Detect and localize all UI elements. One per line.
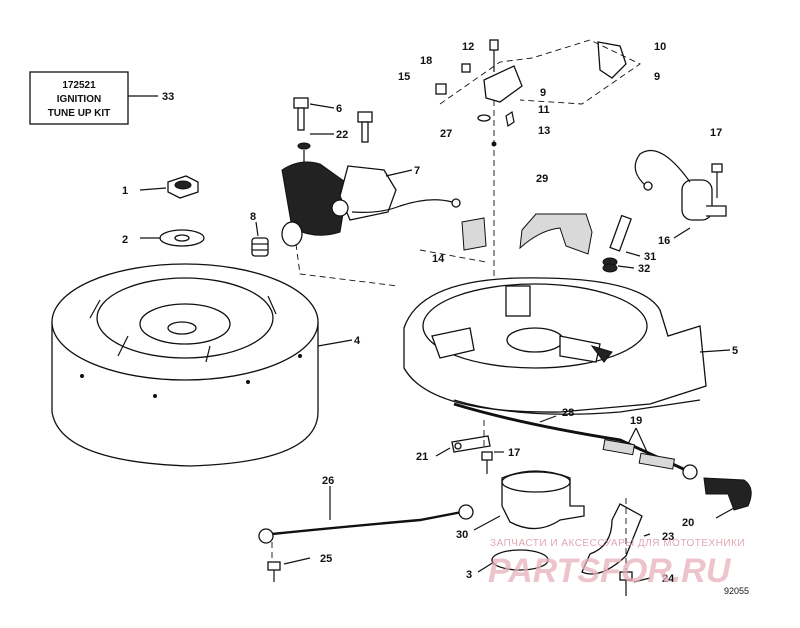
callout-16: 16	[658, 235, 670, 247]
adjusting-screw	[609, 214, 632, 252]
ground-screw	[267, 561, 281, 582]
callout-33: 33	[162, 91, 174, 103]
callout-28: 28	[562, 407, 574, 419]
spring	[602, 257, 618, 273]
callout-1: 1	[122, 185, 128, 197]
retainer-clamp	[501, 470, 585, 530]
retaining-ring	[491, 549, 549, 571]
callout-15: 15	[398, 71, 410, 83]
kit-number: 172521	[62, 80, 96, 91]
screw-pair	[293, 97, 373, 150]
flywheel	[51, 263, 319, 467]
bracket-plate	[581, 503, 643, 575]
callout-2: 2	[122, 234, 128, 246]
callout-30: 30	[456, 529, 468, 541]
callout-25: 25	[320, 553, 332, 565]
wire-clip	[451, 435, 493, 474]
callout-6: 6	[336, 103, 342, 115]
kit-title: IGNITION	[57, 94, 101, 105]
callout-12: 12	[462, 41, 474, 53]
figure-code: 92055	[724, 586, 749, 596]
callout-26: 26	[322, 475, 334, 487]
bracket-screw	[619, 571, 633, 596]
kit-subtitle: TUNE UP KIT	[48, 108, 111, 119]
breaker-point-set	[435, 39, 627, 147]
watermark: ЗАПЧАСТИ И АКСЕССУАРЫ ДЛЯ МОТОТЕХНИКИ PA…	[488, 538, 745, 590]
callout-11: 11	[538, 104, 550, 116]
callout-7: 7	[414, 165, 420, 177]
ignition-coil	[281, 161, 461, 247]
callout-10: 10	[654, 41, 666, 53]
cam-wiper	[461, 217, 487, 251]
callout-18: 18	[420, 55, 432, 67]
callout-17a: 17	[710, 127, 722, 139]
callout-20: 20	[682, 517, 694, 529]
callout-9b: 9	[654, 71, 660, 83]
callout-23: 23	[662, 531, 674, 543]
washer	[159, 229, 205, 247]
watermark-logo: PARTSFOR.RU	[488, 552, 732, 590]
callout-32: 32	[638, 263, 650, 275]
callout-17b: 17	[508, 447, 520, 459]
callout-4: 4	[354, 335, 361, 347]
condenser	[634, 149, 727, 221]
callout-14: 14	[432, 253, 445, 265]
callout-8: 8	[250, 211, 256, 223]
callout-24: 24	[662, 573, 675, 585]
callout-5: 5	[732, 345, 738, 357]
callout-3: 3	[466, 569, 472, 581]
terminal-plug	[251, 237, 269, 257]
callout-29: 29	[536, 173, 548, 185]
callout-13: 13	[538, 125, 550, 137]
watermark-tagline: ЗАПЧАСТИ И АКСЕССУАРЫ ДЛЯ МОТОТЕХНИКИ	[490, 538, 745, 549]
tune-up-kit-box: 172521 IGNITION TUNE UP KIT	[29, 71, 129, 125]
callout-21: 21	[416, 451, 428, 463]
ground-cable	[258, 504, 474, 544]
nut	[167, 175, 199, 199]
armature-plate	[403, 277, 707, 415]
felt-wick	[519, 213, 593, 255]
callout-9a: 9	[540, 87, 546, 99]
callout-19: 19	[630, 415, 642, 427]
lead-wire	[453, 402, 752, 511]
callout-labels: 1 2 3 4 5 6 7 8 9 9 10 11 12 13 14 15 16…	[122, 41, 738, 585]
callout-31: 31	[644, 251, 656, 263]
callout-27: 27	[440, 128, 452, 140]
callout-22: 22	[336, 129, 348, 141]
